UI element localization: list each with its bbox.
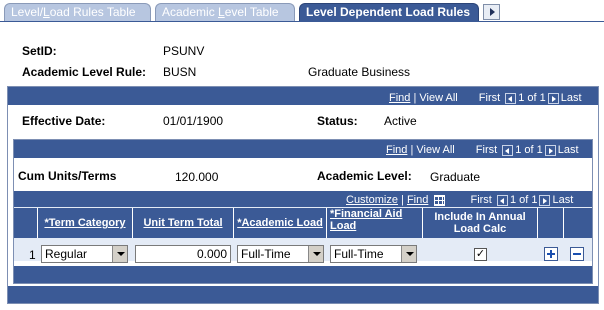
select-value: Regular — [45, 247, 88, 261]
customize-link[interactable]: Customize — [346, 194, 398, 206]
next-row-button[interactable] — [547, 92, 559, 104]
row-count: 1 of 1 — [509, 194, 538, 206]
unit-term-total-header[interactable]: Unit Term Total — [133, 208, 234, 238]
row-count: 1 of 1 — [515, 144, 543, 156]
chevron-down-icon[interactable] — [112, 246, 127, 262]
previous-row-button[interactable] — [505, 92, 517, 104]
select-value: Full-Time — [241, 247, 291, 261]
row-count: 1 of 1 — [518, 92, 546, 104]
next-tab-button[interactable] — [483, 4, 500, 20]
last-label: Last — [560, 92, 582, 104]
first-label: First — [470, 194, 492, 206]
tab-label: Level Dependent Load Rules — [306, 5, 471, 19]
academic-level-rule-description: Graduate Business — [308, 65, 411, 79]
find-link[interactable]: Find — [386, 144, 408, 156]
column-title: *Term Category — [44, 217, 126, 229]
tab-divider — [0, 21, 604, 22]
tab-level-dependent-load-rules[interactable]: Level Dependent Load Rules — [299, 3, 479, 21]
column-title-line2: Load Calc — [453, 223, 507, 235]
column-title-line1: Include In Annual — [434, 211, 526, 223]
last-label: Last — [552, 194, 574, 206]
tab-label-rest: evel Table — [224, 5, 279, 19]
effective-date-value: 01/01/1900 — [163, 114, 224, 128]
view-all-link[interactable]: View All — [419, 92, 458, 104]
status-label: Status: — [317, 114, 358, 128]
academic-level-value: Graduate — [430, 170, 481, 184]
next-row-button[interactable] — [539, 194, 551, 206]
grid-view-icon[interactable] — [434, 194, 446, 206]
first-label: First — [475, 144, 498, 156]
financial-aid-load-select[interactable]: Full-Time — [330, 245, 417, 263]
academic-load-header[interactable]: *Academic Load — [234, 208, 327, 238]
previous-row-button[interactable] — [496, 194, 508, 206]
tab-label-prefix: Academic — [162, 5, 219, 19]
chevron-down-icon[interactable] — [401, 246, 416, 262]
find-link[interactable]: Find — [406, 194, 429, 206]
column-title-line2: Load — [330, 220, 357, 232]
nav-separator: | — [410, 92, 420, 104]
column-title: *Academic Load — [237, 217, 323, 229]
row-number: 1 — [29, 248, 36, 262]
view-all-link[interactable]: View All — [416, 144, 455, 156]
include-in-annual-load-calc-checkbox[interactable]: ✓ — [474, 248, 487, 261]
effective-date-label: Effective Date: — [22, 114, 106, 128]
plus-icon[interactable] — [544, 247, 558, 261]
setid-value: PSUNV — [163, 44, 205, 58]
first-label: First — [478, 92, 501, 104]
column-title: Unit Term Total — [143, 217, 223, 229]
tab-label-accesskey: L — [218, 5, 225, 19]
next-row-button[interactable] — [544, 144, 556, 156]
academic-level-label: Academic Level: — [317, 169, 412, 183]
term-category-header[interactable]: *Term Category — [38, 208, 133, 238]
grid-navigation: Customize | Find First 1 of 1 Last — [346, 194, 573, 206]
last-label: Last — [557, 144, 579, 156]
column-title-line1: *Financial Aid — [330, 208, 403, 220]
unit-term-total-input[interactable]: 0.000 — [135, 245, 231, 263]
minus-icon[interactable] — [570, 247, 584, 261]
previous-row-button[interactable] — [502, 144, 514, 156]
outer-navigation: Find | View All First 1 of 1 Last — [389, 92, 582, 104]
academic-level-rule-value: BUSN — [163, 65, 197, 79]
tab-level-load-rules-table[interactable]: Level/Load Rules Table — [4, 3, 151, 21]
cum-units-footer-bar — [14, 266, 592, 283]
chevron-down-icon[interactable] — [308, 246, 323, 262]
row-number-header — [14, 208, 38, 238]
setid-label: SetID: — [22, 44, 57, 58]
select-value: Full-Time — [334, 247, 384, 261]
delete-column-header — [564, 208, 592, 238]
find-link[interactable]: Find — [389, 92, 411, 104]
tab-label-rest: oad Rules Table — [49, 5, 136, 19]
tab-label-accesskey: L — [43, 5, 50, 19]
cum-units-terms-value: 120.000 — [175, 170, 219, 184]
cum-units-terms-label: Cum Units/Terms — [18, 169, 117, 183]
cum-units-nav-bar — [14, 140, 592, 158]
effective-date-nav-bar — [8, 87, 598, 105]
tab-label-prefix: Level/ — [11, 5, 44, 19]
right-arrow-icon — [490, 8, 495, 16]
status-value: Active — [384, 114, 417, 128]
tab-academic-level-table[interactable]: Academic Level Table — [155, 3, 295, 21]
inner-navigation: Find | View All First 1 of 1 Last — [386, 144, 579, 156]
nav-separator: | — [397, 194, 407, 206]
academic-load-select[interactable]: Full-Time — [237, 245, 324, 263]
nav-separator: | — [407, 144, 417, 156]
term-category-select[interactable]: Regular — [41, 245, 128, 263]
add-column-header — [538, 208, 564, 238]
effective-date-footer-bar — [8, 286, 598, 303]
academic-level-rule-label: Academic Level Rule: — [22, 65, 147, 79]
grid-nav-bar — [14, 191, 592, 207]
